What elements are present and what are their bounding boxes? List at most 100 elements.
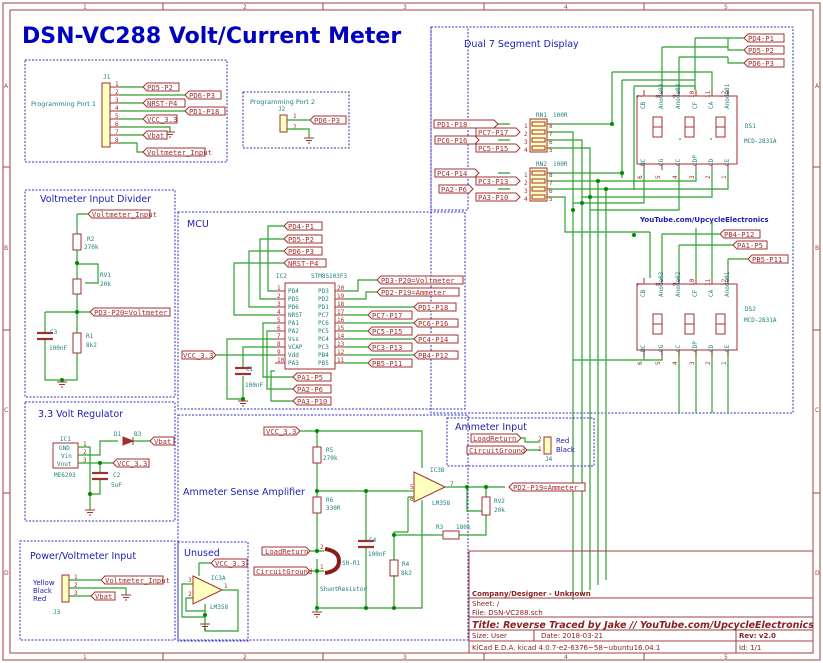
net-label[interactable]: PD5-P2 [283, 234, 323, 244]
svg-text:NRST-P4: NRST-P4 [288, 259, 318, 268]
ds1-value: MCD-2831A [744, 138, 777, 145]
pin-number: 4 [672, 361, 679, 365]
net-label[interactable]: PD1-P18 [413, 302, 457, 312]
svg-text:C3: C3 [50, 329, 58, 336]
net-label-vcc-3v3[interactable]: VCC_3.3 [181, 350, 217, 360]
revision: Rev: v2.0 [739, 632, 776, 640]
net-label-pd1-p18[interactable]: PD1-P18 [433, 119, 499, 129]
net-label-circuit-ground[interactable]: CircuitGround [466, 445, 528, 455]
net-label-pa2-p6[interactable]: PA2-P6 [438, 184, 474, 194]
net-label-pc3-p13[interactable]: PC3-P13 [475, 176, 521, 186]
net-label-vcc-3v3[interactable]: VCC_3.3 [112, 458, 150, 468]
svg-text:1: 1 [74, 574, 78, 581]
net-label-pc4-p14[interactable]: PC4-P14 [434, 168, 480, 178]
pin-name: Anode01 [724, 271, 731, 297]
net-label-pd3-p20-voltmeter[interactable]: PD3-P20=Voltmeter [89, 307, 171, 317]
net-label[interactable]: NRST-P4 [283, 258, 327, 268]
net-label-pd6-p3[interactable]: PD6-P3 [743, 58, 785, 68]
svg-text:LM358: LM358 [210, 604, 228, 611]
net-label-pd1-p18[interactable]: PD1-P18 [184, 106, 226, 116]
net-label[interactable]: PA3-P10 [292, 396, 332, 406]
net-label-pd6-p3[interactable]: PD6-P3 [309, 115, 347, 125]
net-label[interactable]: PA2-P6 [292, 384, 332, 394]
pin-name: NC [640, 344, 647, 352]
svg-text:PD1-P18: PD1-P18 [418, 303, 448, 312]
net-label-vcc-3v3[interactable]: VCC_3.3 [263, 426, 301, 436]
pin-name: Anode03 [658, 271, 665, 297]
net-label-pd5-p2[interactable]: PD5-P2 [142, 82, 180, 92]
pin-name: CC [675, 158, 682, 166]
net-label[interactable]: PD4-P1 [283, 221, 323, 231]
pin-number: 2 [705, 361, 712, 365]
net-label-circuit-ground[interactable]: CircuitGround [253, 566, 312, 576]
svg-text:Black: Black [33, 587, 53, 595]
net-label-pc5-p15[interactable]: PC5-P15 [475, 143, 521, 153]
net-label-pd5-p2[interactable]: PD5-P2 [743, 45, 785, 55]
net-label-pd4-p1[interactable]: PD4-P1 [743, 33, 785, 43]
net-label-load-return[interactable]: LoadReturn [470, 433, 522, 443]
section-title: Voltmeter Input Divider [40, 194, 151, 205]
pin-name: PD2 [318, 296, 329, 303]
pin-number: 8 [655, 282, 662, 286]
net-label-pb5-p11[interactable]: PB5-P11 [747, 254, 789, 264]
net-label-vcc-3v3[interactable]: VCC_3.3 [210, 558, 248, 568]
net-label-voltmeter-input[interactable]: Voltmeter_Input [100, 575, 170, 585]
pin-number: 4 [277, 309, 281, 316]
net-label-voltmeter-input[interactable]: Voltmeter_Input [142, 147, 212, 157]
svg-text:PC7-P17: PC7-P17 [372, 311, 402, 320]
net-label-pa1-p5[interactable]: PA1-P5 [732, 240, 768, 250]
svg-text:6: 6 [549, 139, 553, 146]
net-label-pb4-p12[interactable]: PB4-P12 [719, 229, 761, 239]
net-label-vbat[interactable]: Vbat [142, 130, 168, 140]
net-label[interactable]: PC6-P16 [413, 318, 459, 328]
net-label-pa3-p10[interactable]: PA3-P10 [475, 192, 521, 202]
size: Size: User [472, 632, 507, 640]
svg-text:PC7-P17: PC7-P17 [478, 128, 508, 137]
net-label[interactable]: PC5-P15 [367, 326, 413, 336]
net-label[interactable]: PC4-P14 [413, 334, 459, 344]
net-label-nrst-p4[interactable]: NRST-P4 [142, 98, 186, 108]
net-label[interactable]: PB4-P12 [413, 350, 459, 360]
net-label-vbat[interactable]: Vbat [90, 591, 116, 601]
svg-text:7: 7 [450, 481, 454, 488]
net-label-vcc-3v3[interactable]: VCC_3.3 [142, 114, 178, 124]
pin-name: PA2 [288, 328, 299, 335]
ic2-stm8s103f3 [284, 282, 336, 370]
pin-number: 14 [337, 333, 345, 340]
row-label: C [815, 407, 819, 414]
svg-text:PB5-P11: PB5-P11 [372, 359, 402, 368]
col-label: 1 [83, 4, 87, 11]
ds1-ref: DS1 [745, 123, 756, 130]
net-label[interactable]: PB5-P11 [367, 358, 413, 368]
net-label-pc7-p17[interactable]: PC7-P17 [475, 127, 521, 137]
connector-j1 [101, 82, 111, 148]
net-label-voltmeter-input[interactable]: Voltmeter_Input [87, 209, 157, 219]
pin-name: CE [724, 158, 731, 166]
col-label: 2 [243, 4, 247, 11]
net-label-pd3-p20-voltmeter[interactable]: PD3-P20=Voltmeter [376, 275, 464, 285]
section-title: Programming Port 1 [31, 100, 96, 108]
svg-text:PD6-P3: PD6-P3 [189, 91, 215, 100]
net-label-pc6-p16[interactable]: PC6-P16 [434, 135, 480, 145]
svg-text:PA1-P5: PA1-P5 [737, 241, 763, 250]
net-label[interactable]: PA1-P5 [292, 372, 332, 382]
net-label-vbat[interactable]: Vbat [149, 436, 175, 446]
net-label[interactable]: PC7-P17 [367, 310, 413, 320]
pin-number: 13 [337, 341, 345, 348]
net-label-pd2-p19-ammeter[interactable]: PD2-P19=Ammeter [508, 482, 586, 492]
svg-text:PD3-P20=Voltmeter: PD3-P20=Voltmeter [381, 276, 455, 285]
ic1-value: ME6203 [54, 472, 76, 479]
svg-text:20k: 20k [494, 507, 505, 514]
net-label-load-return[interactable]: LoadReturn [261, 546, 311, 556]
pin-number: 17 [337, 309, 345, 316]
pin-number: 12 [721, 278, 728, 286]
net-label[interactable]: PD6-P3 [283, 246, 323, 256]
section-programming-port-2: Programming Port 2 J2 1 2 PD6-P3 [242, 91, 350, 149]
net-label[interactable]: PC3-P13 [367, 342, 413, 352]
svg-text:VCC_3.3: VCC_3.3 [183, 351, 213, 360]
section-programming-port-1: Programming Port 1 J1 12 34 56 78 PD5-P2… [24, 59, 228, 163]
net-label-pd6-p3[interactable]: PD6-P3 [184, 90, 222, 100]
net-label-pd2-p19-ammeter[interactable]: PD2-P19=Ammeter [376, 287, 460, 297]
pin-number: 3 [689, 361, 696, 365]
